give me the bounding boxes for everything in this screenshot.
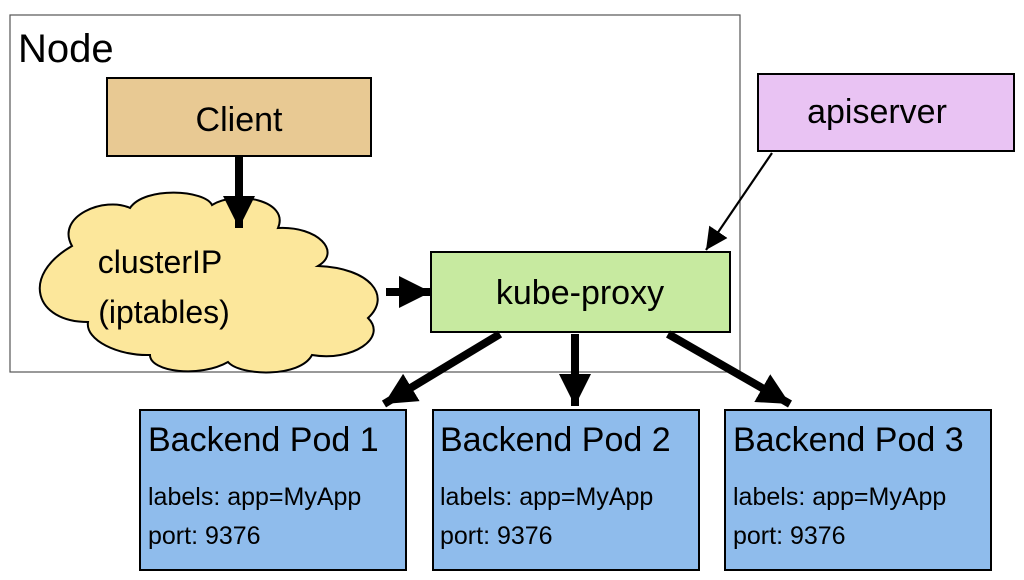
pod-labels: labels: app=MyApp	[440, 483, 653, 511]
arrow-apiserver-to-kube-proxy	[705, 152, 773, 251]
pod-title: Backend Pod 3	[733, 421, 964, 459]
kube-proxy-label: kube-proxy	[496, 274, 664, 312]
pod-port: port: 9376	[148, 522, 261, 550]
backend-pod-3: Backend Pod 3 labels: app=MyApp port: 93…	[724, 409, 992, 571]
client-label: Client	[196, 101, 283, 139]
pod-labels: labels: app=MyApp	[733, 483, 946, 511]
pod-port: port: 9376	[440, 522, 553, 550]
apiserver-rect	[757, 73, 1015, 152]
kube-proxy-box: kube-proxy	[430, 251, 731, 333]
cloud-shape	[38, 191, 379, 374]
cluster-ip-cloud: clusterIP (iptables)	[38, 191, 379, 374]
pod-title: Backend Pod 1	[148, 421, 379, 459]
cluster-ip-label-line1: clusterIP	[98, 244, 222, 280]
node-frame	[9, 14, 741, 373]
arrow-kube-proxy-to-pod-3	[666, 330, 792, 408]
pod-rect	[724, 409, 992, 571]
backend-pod-1: Backend Pod 1 labels: app=MyApp port: 93…	[139, 409, 407, 571]
pod-rect	[139, 409, 407, 571]
client-rect	[106, 77, 372, 157]
pod-rect	[432, 409, 700, 571]
kube-proxy-rect	[430, 251, 731, 333]
pod-port: port: 9376	[733, 522, 846, 550]
client-box: Client	[106, 77, 372, 157]
pod-title: Backend Pod 2	[440, 421, 671, 459]
node-container: Node	[9, 14, 741, 373]
apiserver-label: apiserver	[807, 93, 947, 131]
arrow-kube-proxy-to-pod-1	[381, 330, 503, 408]
pod-labels: labels: app=MyApp	[148, 483, 361, 511]
node-label: Node	[18, 27, 114, 71]
apiserver-box: apiserver	[757, 73, 1015, 152]
backend-pod-2: Backend Pod 2 labels: app=MyApp port: 93…	[432, 409, 700, 571]
cluster-ip-label-line2: (iptables)	[98, 294, 230, 330]
